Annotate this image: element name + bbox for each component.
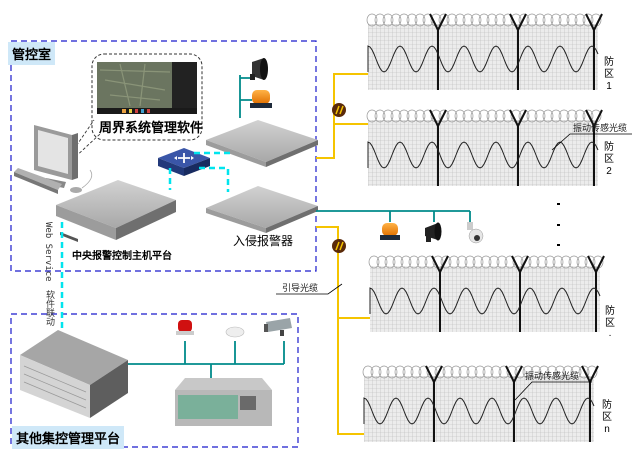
fence-zone-1 [366, 13, 603, 90]
web-service-label: Web Service [43, 222, 53, 282]
intrusion-alarm-device-lower [206, 186, 318, 233]
software-label: 周界系统管理软件 [99, 121, 204, 136]
other-platform-title: 其他集控管理平台 [12, 426, 125, 449]
central-host-device [56, 180, 176, 242]
guide-fiber-cable [316, 73, 372, 435]
workstation-computer-icon [14, 125, 93, 194]
guide-cable-label: 引导光缆 [282, 283, 319, 293]
continuation-dot [557, 203, 560, 205]
control-room-boundary [10, 40, 317, 272]
vibration-sensing-cable [367, 45, 599, 73]
continuation-dot [557, 224, 560, 226]
optical-connector-icon [332, 103, 346, 117]
bullet-camera-icon [264, 318, 292, 336]
intrusion-alarm-label: 入侵报警器 [233, 234, 294, 248]
host-platform-label: 中央报警控制主机平台 [72, 251, 172, 262]
vibration-sensing-cable [363, 397, 595, 425]
vibration-cable-label: 振动传感光缆 [573, 123, 628, 133]
fence-zone-4 [362, 365, 599, 442]
vibration-cable-label: 振动传感光缆 [525, 371, 580, 381]
control-room-title: 管控室 [8, 42, 56, 65]
speaker-icon [250, 58, 268, 80]
vibration-sensing-cable [367, 141, 599, 169]
smoke-detector-icon [225, 326, 245, 338]
rack-server-device [20, 330, 128, 418]
red-alarm-light-icon [176, 320, 194, 335]
dvr-device [175, 378, 272, 426]
intrusion-alarm-device-upper [206, 120, 318, 167]
vibration-sensing-cable [369, 287, 601, 315]
strobe-light-icon [250, 90, 272, 108]
switch-link-upper [194, 151, 230, 192]
alarm-output-link [316, 210, 471, 222]
fence-zone-3 [368, 255, 605, 332]
ptz-camera-icon [467, 222, 484, 244]
strobe-light-icon [380, 223, 400, 240]
speaker-icon [425, 222, 442, 242]
continuation-dot [557, 244, 560, 246]
fence-zone-2 [366, 109, 603, 186]
other-platform-boundary [10, 313, 299, 448]
network-switch-icon [158, 148, 210, 176]
software-linkage-label: 软件联动 [44, 290, 54, 326]
zone-label-ellipsis: 防区· [605, 306, 615, 341]
platform-device-link [128, 341, 285, 378]
optical-connector-icon [332, 239, 346, 253]
software-screenshot [97, 62, 197, 114]
